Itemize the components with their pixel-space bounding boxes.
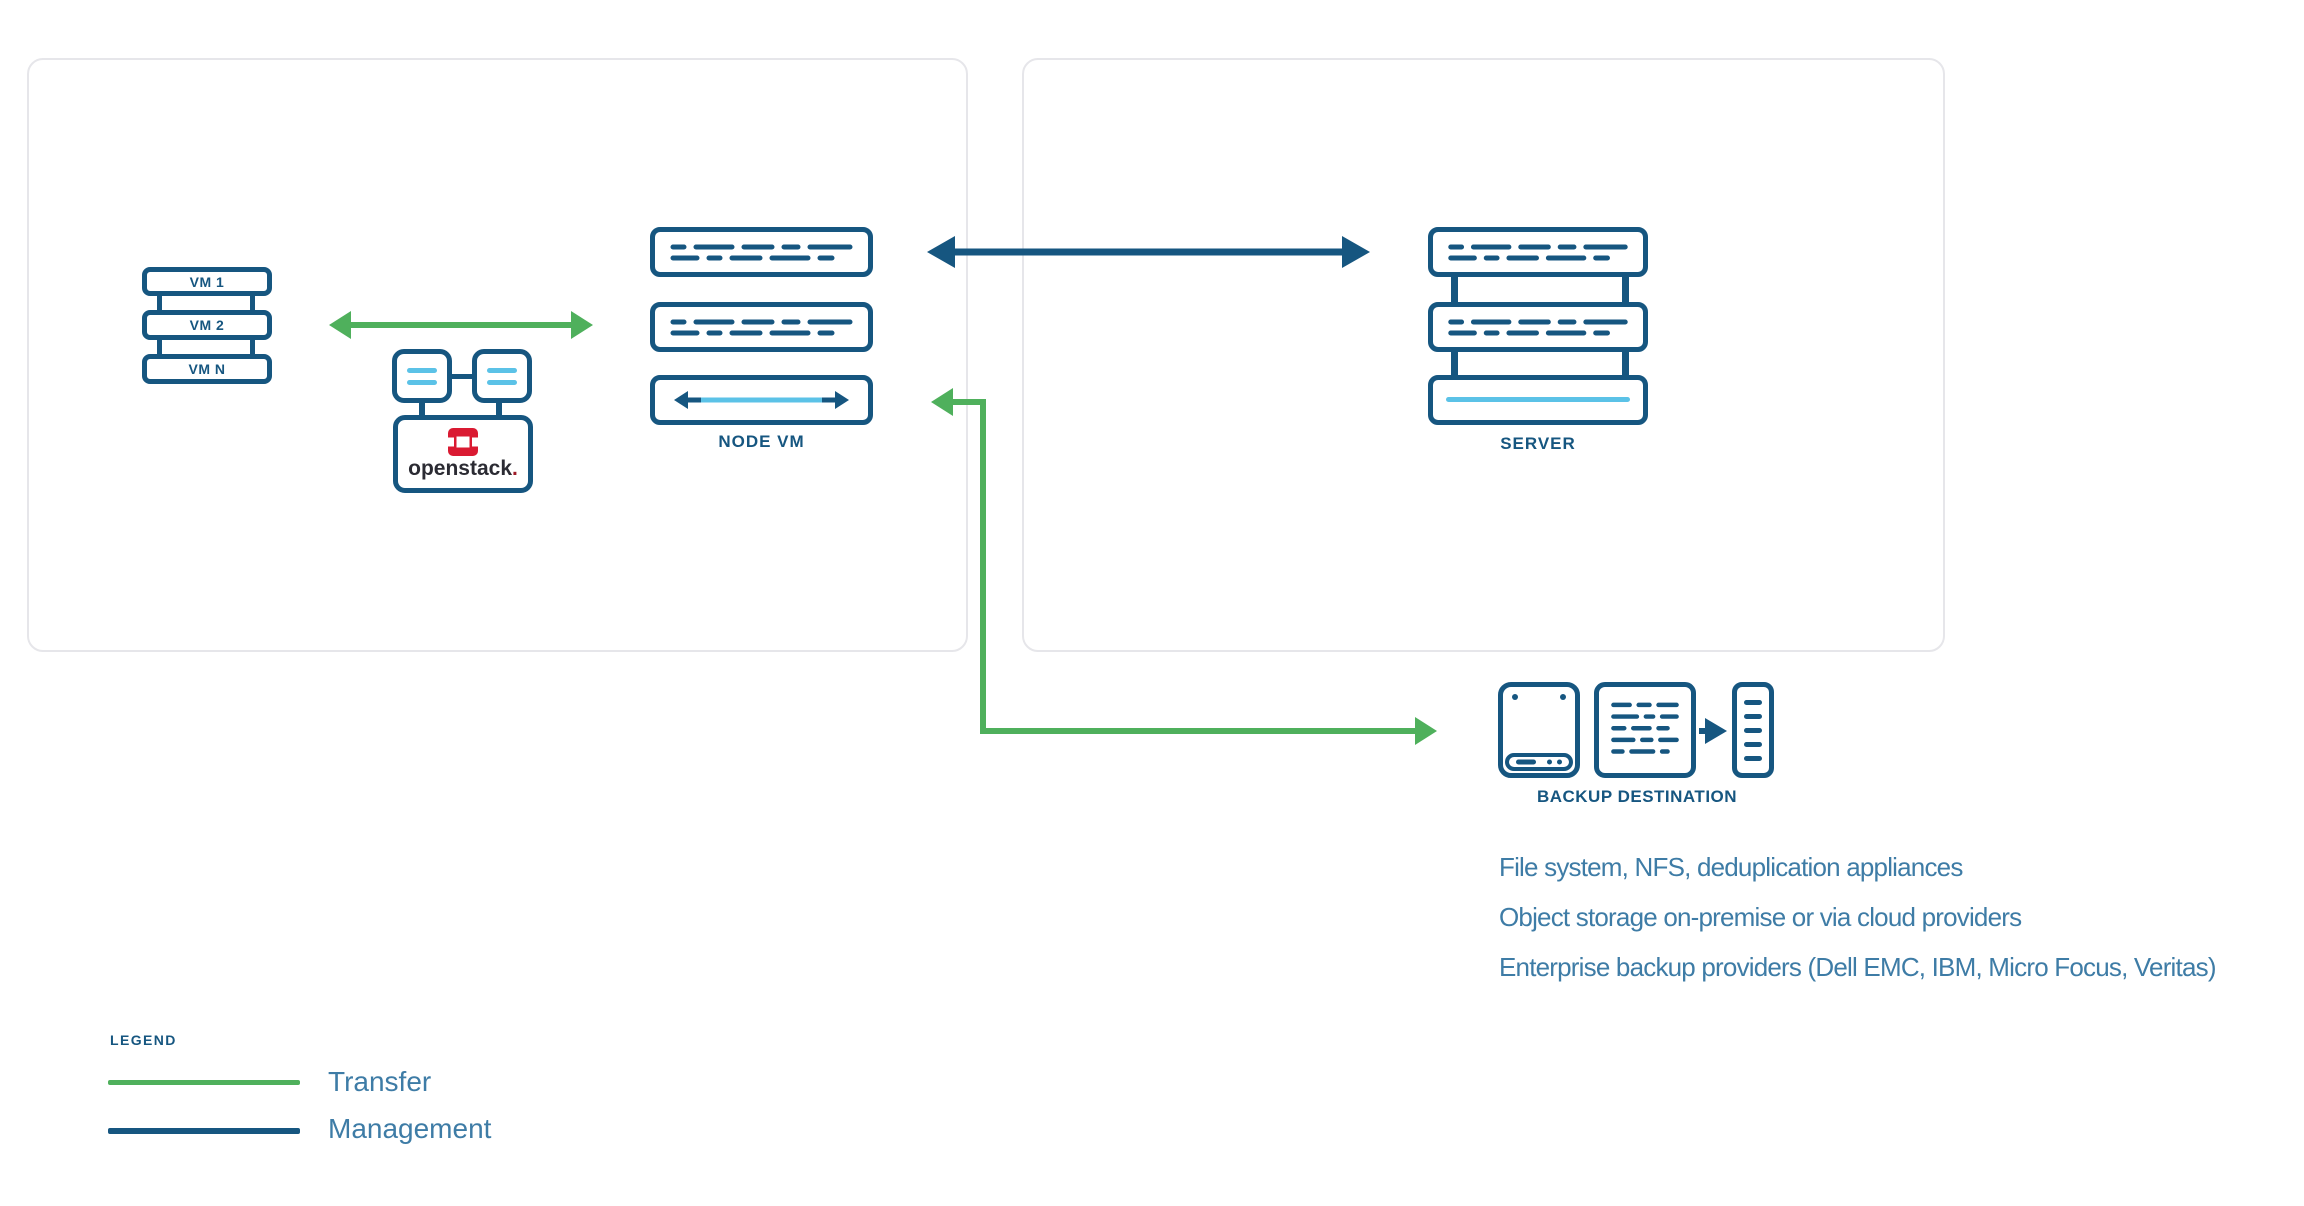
backup-note-filesystem: File system, NFS, deduplication applianc… [1499, 852, 1963, 882]
server-environment-panel [1022, 58, 1945, 652]
openstack-logo-icon [448, 428, 478, 456]
tape-row [1744, 713, 1762, 719]
server-unit1 [1428, 227, 1648, 277]
vm1-label: VM 1 [189, 273, 225, 290]
node-vm-unit1 [650, 227, 873, 277]
dashed-rows-icon [1448, 319, 1629, 336]
disk-bay [1505, 753, 1573, 771]
backup-tape-icon [1732, 682, 1774, 778]
logo-slit [472, 437, 478, 447]
openstack-node-icon [472, 349, 532, 403]
server-rack-rail [1622, 270, 1629, 308]
legend-management-label: Management [328, 1113, 492, 1144]
backup-disk-icon [1498, 682, 1580, 778]
bidirectional-transfer-icon [674, 391, 849, 409]
openstack-node-link [450, 374, 474, 379]
node-slot-line [487, 367, 517, 373]
openstack-host-link [496, 400, 502, 418]
server-status-line [1446, 397, 1630, 402]
vm1-box: VM 1 [142, 267, 272, 296]
backup-note-enterprise: Enterprise backup providers (Dell EMC, I… [1499, 952, 2216, 982]
openstack-host-box: openstack. [393, 415, 533, 493]
vm2-box: VM 2 [142, 310, 272, 340]
openstack-node-icon [392, 349, 452, 403]
server-rack-rail [1451, 270, 1458, 308]
vmn-box: VM N [142, 354, 272, 384]
node-vm-unit2 [650, 302, 873, 352]
disk-led-dot [1547, 759, 1552, 765]
legend-management-line [108, 1128, 300, 1134]
backup-data-icon [1594, 682, 1696, 778]
backup-notes: File system, NFS, deduplication applianc… [1499, 842, 2216, 992]
disk-bay-slot [1516, 759, 1536, 765]
tape-row [1744, 727, 1762, 733]
node-vm-transfer-unit [650, 375, 873, 425]
openstack-host-link [419, 400, 425, 418]
node-slot-line [487, 379, 517, 385]
disk-screw-dot [1560, 694, 1566, 700]
dashed-rows-icon [1448, 244, 1629, 261]
dashed-rows-icon [670, 319, 854, 336]
server-rack-rail [1451, 344, 1458, 381]
data-rows-icon [1611, 702, 1679, 754]
disk-screw-dot [1512, 694, 1518, 700]
legend-title: LEGEND [110, 1032, 177, 1048]
node-vm-caption: NODE VM [718, 432, 805, 451]
tape-row [1744, 699, 1762, 705]
tape-row [1744, 755, 1762, 761]
tape-row [1744, 741, 1762, 747]
legend-transfer-label: Transfer [328, 1066, 432, 1097]
node-slot-line [407, 379, 437, 385]
vmn-label: VM N [188, 361, 226, 377]
vm2-label: VM 2 [189, 317, 225, 333]
logo-hole [456, 436, 470, 448]
openstack-dot: . [512, 457, 518, 480]
logo-slit [448, 437, 454, 447]
openstack-wordmark: openstack. [398, 457, 528, 481]
legend-transfer-line [108, 1080, 300, 1085]
server-caption: SERVER [1500, 434, 1576, 453]
backup-destination-caption: BACKUP DESTINATION [1536, 787, 1738, 806]
disk-led-dot [1557, 759, 1562, 765]
backup-note-object-storage: Object storage on-premise or via cloud p… [1499, 902, 2022, 932]
server-unit2 [1428, 302, 1648, 352]
dashed-rows-icon [670, 244, 854, 261]
server-rack-rail [1622, 344, 1629, 381]
node-slot-line [407, 367, 437, 373]
openstack-word: openstack [408, 457, 513, 480]
